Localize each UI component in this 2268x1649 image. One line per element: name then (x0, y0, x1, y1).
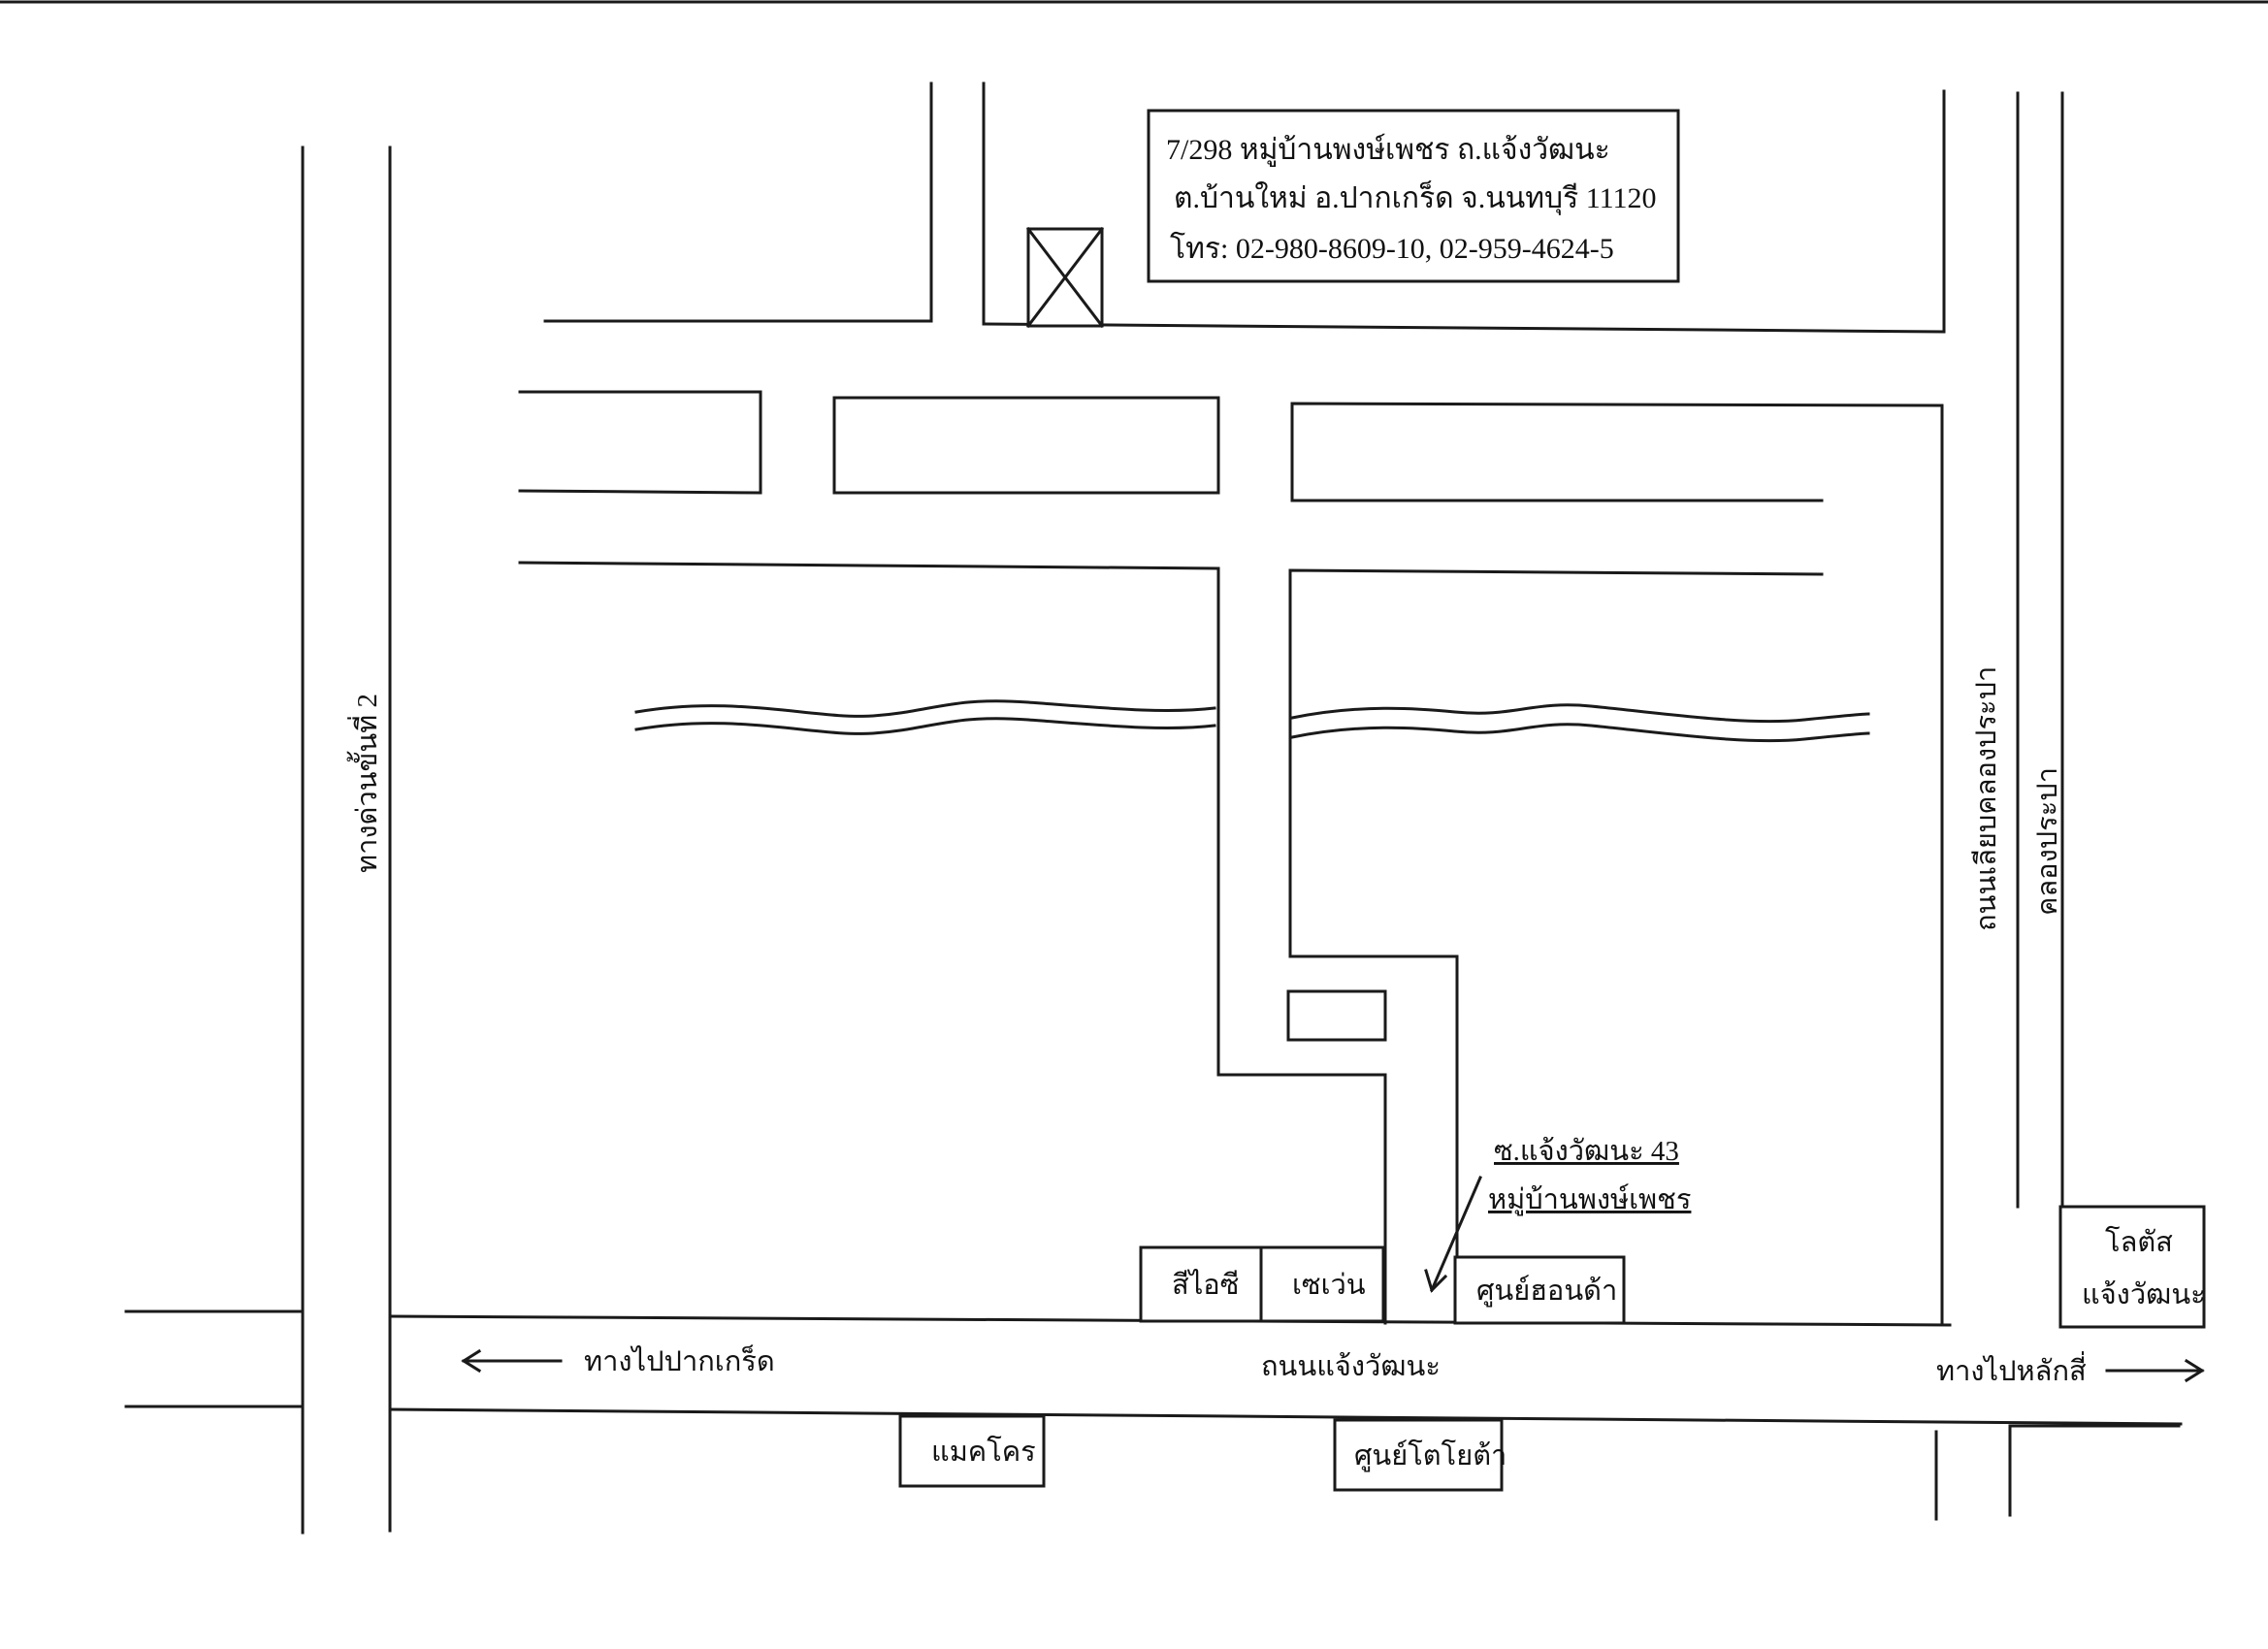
address-line-1: 7/298 หมู่บ้านพงษ์เพชร ถ.แจ้งวัฒนะ (1166, 133, 1610, 167)
block-right (1290, 402, 1944, 1325)
address-box: 7/298 หมู่บ้านพงษ์เพชร ถ.แจ้งวัฒนะ ต.บ้า… (1147, 109, 1680, 283)
direction-laksi: ทางไปหลักสี่ (1936, 1351, 2087, 1387)
arrow-right-icon (2184, 1358, 2205, 1383)
soi-road-west-edge (518, 561, 1387, 1325)
soi-name-label: ซ.แจ้งวัฒนะ 43 (1494, 1136, 1679, 1167)
landmark-lotus-label-2: แจ้งวัฒนะ (2082, 1279, 2206, 1310)
landmark-7eleven-label: เซเว่น (1292, 1270, 1366, 1301)
canal-waterway (634, 699, 1870, 743)
landmark-sci: สีไอซี (1139, 1245, 1263, 1323)
landmark-lotus: โลตัส แจ้งวัฒนะ (2058, 1205, 2206, 1329)
expressway-label: ทางด่วนขั้นที่ 2 (346, 694, 383, 873)
landmark-sci-label: สีไอซี (1172, 1268, 1239, 1301)
chaengwattana-edge-bottom (388, 1407, 2183, 1426)
block-left (518, 390, 762, 495)
top-road-left (543, 81, 933, 323)
khlong-prapa-label: คลองประปา (2032, 767, 2063, 916)
arrow-left-icon (461, 1348, 482, 1374)
landmark-honda-label: ศูนย์ฮอนด้า (1476, 1275, 1617, 1308)
corner-block-lower-right (2008, 1424, 2181, 1517)
landmark-honda: ศูนย์ฮอนด้า (1453, 1255, 1626, 1325)
landmark-makro: แมคโคร (898, 1414, 1046, 1488)
address-line-2: ต.บ้านใหม่ อ.ปากเกร็ด จ.นนทบุรี 11120 (1174, 179, 1656, 216)
direction-pakkret: ทางไปปากเกร็ด (584, 1343, 775, 1377)
landmark-lotus-label-1: โลตัส (2105, 1225, 2173, 1258)
landmark-toyota: ศูนย์โตโยต้า (1333, 1418, 1507, 1492)
khlong-road-label: ถนนเลียบคลองประปา (1971, 666, 2002, 931)
landmark-toyota-label: ศูนย์โตโยต้า (1354, 1439, 1507, 1472)
soi-village-label: หมู่บ้านพงษ์เพชร (1488, 1183, 1691, 1216)
chaengwattana-label: ถนนแจ้งวัฒนะ (1261, 1351, 1441, 1382)
landmark-makro-label: แมคโคร (931, 1435, 1036, 1468)
block-middle (832, 396, 1220, 495)
small-building (1286, 989, 1387, 1042)
destination-marker-icon (1025, 226, 1105, 329)
landmark-7eleven: เซเว่น (1259, 1245, 1385, 1323)
soi-road-east-edge (1288, 568, 1824, 1323)
soi-pointer-arrow (1424, 1176, 1482, 1293)
address-line-3: โทร: 02-980-8609-10, 02-959-4624-5 (1170, 231, 1614, 265)
top-road-right (982, 81, 1946, 334)
